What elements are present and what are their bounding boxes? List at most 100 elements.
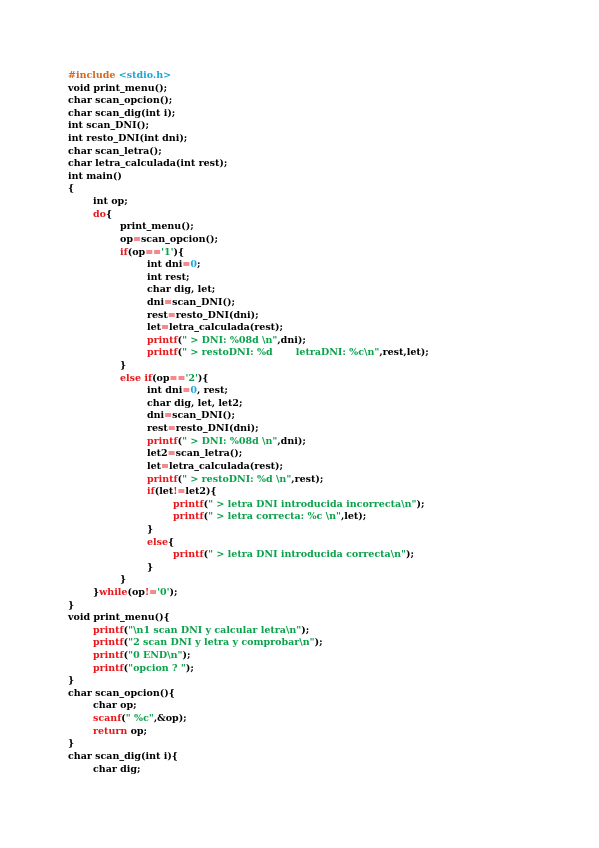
code-token: ); xyxy=(169,586,178,598)
code-line: } xyxy=(68,738,429,751)
code-token: scan_opcion(); xyxy=(140,233,219,245)
code-token: printf xyxy=(147,334,178,346)
code-token: ); xyxy=(182,650,191,662)
code-token: scan_DNI(); xyxy=(172,410,235,422)
code-token: } xyxy=(147,561,154,573)
code-token: void print_menu(){ xyxy=(68,612,170,624)
code-token: ( xyxy=(123,662,129,674)
code-token: ( xyxy=(203,549,209,561)
code-token: printf xyxy=(93,624,124,636)
code-line: printf(" > DNI: %08d \n",dni); xyxy=(68,436,429,449)
code-line: #include <stdio.h> xyxy=(68,70,429,83)
code-line: } xyxy=(68,562,429,575)
code-line: int op; xyxy=(68,196,429,209)
code-token: return xyxy=(93,725,128,737)
code-token: 0 xyxy=(190,259,197,271)
code-token: char op; xyxy=(93,700,137,712)
code-token: { xyxy=(68,183,75,195)
code-token: 0 xyxy=(190,385,197,397)
code-line: int main() xyxy=(68,171,429,184)
code-token: ,let); xyxy=(340,511,367,523)
code-token: ( xyxy=(123,637,129,649)
code-token: '1' xyxy=(161,246,174,258)
code-token: ); xyxy=(405,549,414,561)
code-token: int resto_DNI(int dni); xyxy=(68,133,188,145)
code-token: , rest; xyxy=(196,385,228,397)
code-token: = xyxy=(167,448,176,460)
code-listing: #include <stdio.h>void print_menu();char… xyxy=(68,70,429,776)
code-token: ,&op); xyxy=(153,713,187,725)
code-token: char letra_calculada(int rest); xyxy=(68,158,228,170)
code-token: } xyxy=(68,675,75,687)
code-token: ); xyxy=(301,624,310,636)
code-token: ; xyxy=(196,259,201,271)
code-token: char scan_opcion(); xyxy=(68,95,173,107)
code-token: printf xyxy=(93,662,124,674)
code-line: printf("opcion ? "); xyxy=(68,663,429,676)
code-line: dni=scan_DNI(); xyxy=(68,297,429,310)
code-line: char dig; xyxy=(68,764,429,777)
code-token: ); xyxy=(185,662,194,674)
code-token: op xyxy=(120,233,133,245)
code-line: { xyxy=(68,183,429,196)
code-token: != xyxy=(173,486,186,498)
code-line: rest=resto_DNI(dni); xyxy=(68,423,429,436)
code-line: let=letra_calculada(rest); xyxy=(68,322,429,335)
code-token: resto_DNI(dni); xyxy=(175,309,259,321)
code-token: ,dni); xyxy=(277,435,306,447)
code-token: ( xyxy=(203,511,209,523)
code-token: char scan_opcion(){ xyxy=(68,687,175,699)
code-line: } xyxy=(68,675,429,688)
code-token: char dig, let; xyxy=(147,284,216,296)
code-token: printf xyxy=(147,347,178,359)
code-token: (op xyxy=(127,586,145,598)
code-line: else{ xyxy=(68,537,429,550)
code-token: " > DNI: %08d \n" xyxy=(182,435,278,447)
code-line: if(let!=let2){ xyxy=(68,486,429,499)
code-line: if(op=='1'){ xyxy=(68,247,429,260)
code-line: char scan_letra(); xyxy=(68,146,429,159)
code-token: "opcion ? " xyxy=(128,662,186,674)
code-token: '0' xyxy=(157,586,170,598)
code-line: printf(" > letra correcta: %c \n",let); xyxy=(68,511,429,524)
code-token: } xyxy=(120,360,127,372)
code-line: } xyxy=(68,574,429,587)
code-line: printf(" > restoDNI: %d letraDNI: %c\n",… xyxy=(68,347,429,360)
code-line: printf(" > letra DNI introducida incorre… xyxy=(68,499,429,512)
code-line: } xyxy=(68,524,429,537)
code-token: ( xyxy=(203,498,209,510)
code-token: let2 xyxy=(147,448,168,460)
code-token: int dni xyxy=(147,385,183,397)
code-token: print_menu(); xyxy=(120,221,194,233)
code-token: = xyxy=(167,423,176,435)
code-token: (op xyxy=(127,246,146,258)
code-line: char scan_opcion(){ xyxy=(68,688,429,701)
code-token: = xyxy=(182,385,191,397)
code-token: ( xyxy=(123,624,129,636)
code-token: else if xyxy=(120,372,153,384)
code-token: int rest; xyxy=(147,271,190,283)
code-token: printf xyxy=(93,650,124,662)
code-line: let2=scan_letra(); xyxy=(68,448,429,461)
code-token: printf xyxy=(147,473,178,485)
code-token: } xyxy=(68,738,75,750)
code-line: printf("2 scan DNI y letra y comprobar\n… xyxy=(68,637,429,650)
code-token: letra_calculada(rest); xyxy=(169,460,284,472)
code-line: char scan_opcion(); xyxy=(68,95,429,108)
code-token: " > DNI: %08d \n" xyxy=(182,334,278,346)
code-token: "\n1 scan DNI y calcular letra\n" xyxy=(128,624,302,636)
code-line: int dni=0; xyxy=(68,259,429,272)
code-token: } xyxy=(147,523,154,535)
code-token: dni xyxy=(147,410,165,422)
code-token: char scan_dig(int i); xyxy=(68,107,176,119)
code-token: ( xyxy=(177,473,183,485)
code-token: while xyxy=(99,586,128,598)
code-token: if xyxy=(120,246,128,258)
code-line: char dig, let; xyxy=(68,284,429,297)
code-token: = xyxy=(167,309,176,321)
code-token: else xyxy=(147,536,169,548)
code-line: dni=scan_DNI(); xyxy=(68,410,429,423)
code-line: printf("0 END\n"); xyxy=(68,650,429,663)
code-token: scan_letra(); xyxy=(175,448,243,460)
